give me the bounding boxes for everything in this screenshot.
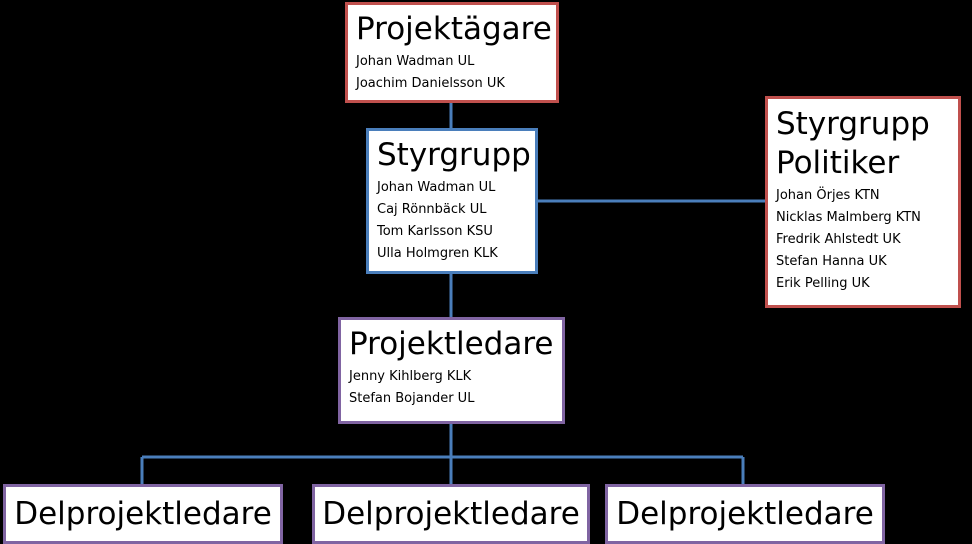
- member: Stefan Bojander UL: [349, 391, 475, 406]
- member: Jenny Kihlberg KLK: [349, 369, 472, 384]
- political-steering-group-box: Styrgrupp Politiker Johan Örjes KTN Nick…: [765, 96, 961, 308]
- subproject-leader-title: Delprojektledare: [616, 496, 874, 532]
- steering-group-members: Johan Wadman UL Caj Rönnbäck UL Tom Karl…: [377, 177, 525, 265]
- member: Joachim Danielsson UK: [356, 76, 505, 91]
- member: Johan Wadman UL: [356, 54, 475, 69]
- project-owner-box: Projektägare Johan Wadman UL Joachim Dan…: [345, 2, 559, 103]
- member: Caj Rönnbäck UL: [377, 202, 487, 217]
- member: Nicklas Malmberg KTN: [776, 210, 921, 225]
- subproject-leader-box-1: Delprojektledare: [3, 484, 283, 544]
- member: Fredrik Ahlstedt UK: [776, 232, 901, 247]
- project-leader-title: Projektledare: [349, 326, 554, 362]
- project-leader-members: Jenny Kihlberg KLK Stefan Bojander UL: [349, 366, 552, 410]
- political-steering-group-title-line1: Styrgrupp: [776, 106, 930, 142]
- member: Johan Örjes KTN: [776, 188, 880, 203]
- member: Tom Karlsson KSU: [377, 224, 493, 239]
- subproject-leader-title: Delprojektledare: [14, 496, 272, 532]
- steering-group-title: Styrgrupp: [377, 137, 531, 173]
- member: Erik Pelling UK: [776, 276, 870, 291]
- project-owner-title: Projektägare: [356, 11, 552, 47]
- political-steering-group-title-line2: Politiker: [776, 145, 900, 181]
- project-leader-box: Projektledare Jenny Kihlberg KLK Stefan …: [338, 317, 565, 424]
- subproject-leader-box-3: Delprojektledare: [605, 484, 885, 544]
- member: Johan Wadman UL: [377, 180, 496, 195]
- member: Stefan Hanna UK: [776, 254, 887, 269]
- subproject-leader-title: Delprojektledare: [322, 496, 580, 532]
- project-owner-members: Johan Wadman UL Joachim Danielsson UK: [356, 51, 546, 95]
- political-steering-group-members: Johan Örjes KTN Nicklas Malmberg KTN Fre…: [776, 185, 948, 295]
- member: Ulla Holmgren KLK: [377, 246, 498, 261]
- subproject-leader-box-2: Delprojektledare: [312, 484, 590, 544]
- steering-group-box: Styrgrupp Johan Wadman UL Caj Rönnbäck U…: [366, 128, 538, 274]
